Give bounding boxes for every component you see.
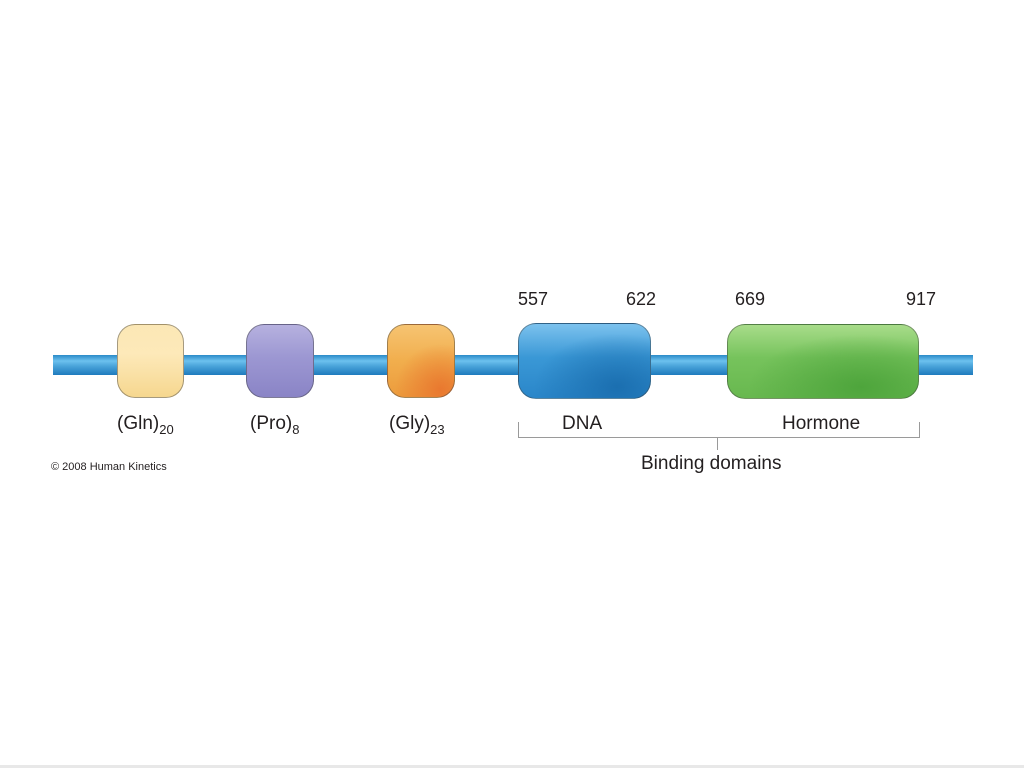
- hormone-binding-domain: [727, 324, 919, 399]
- bracket-stem: [717, 438, 718, 450]
- hormone-start-number: 669: [735, 289, 766, 309]
- hormone-end-number: 917: [906, 289, 937, 309]
- gly-domain: [387, 324, 455, 398]
- dna-binding-domain: [518, 323, 651, 399]
- pro-label: (Pro)8: [250, 413, 300, 437]
- dna-end-number: 622: [626, 289, 657, 309]
- hormone-label: Hormone: [782, 413, 861, 434]
- gln-domain: [117, 324, 184, 398]
- dna-label: DNA: [562, 413, 603, 434]
- binding-domains-bracket: [518, 422, 920, 438]
- bottom-divider: [0, 765, 1024, 768]
- gly-label: (Gly)23: [389, 413, 445, 437]
- pro-domain: [246, 324, 314, 398]
- dna-start-number: 557: [518, 289, 549, 309]
- copyright-notice: © 2008 Human Kinetics: [51, 461, 167, 473]
- gln-label: (Gln)20: [117, 413, 174, 437]
- binding-domains-label: Binding domains: [641, 453, 782, 474]
